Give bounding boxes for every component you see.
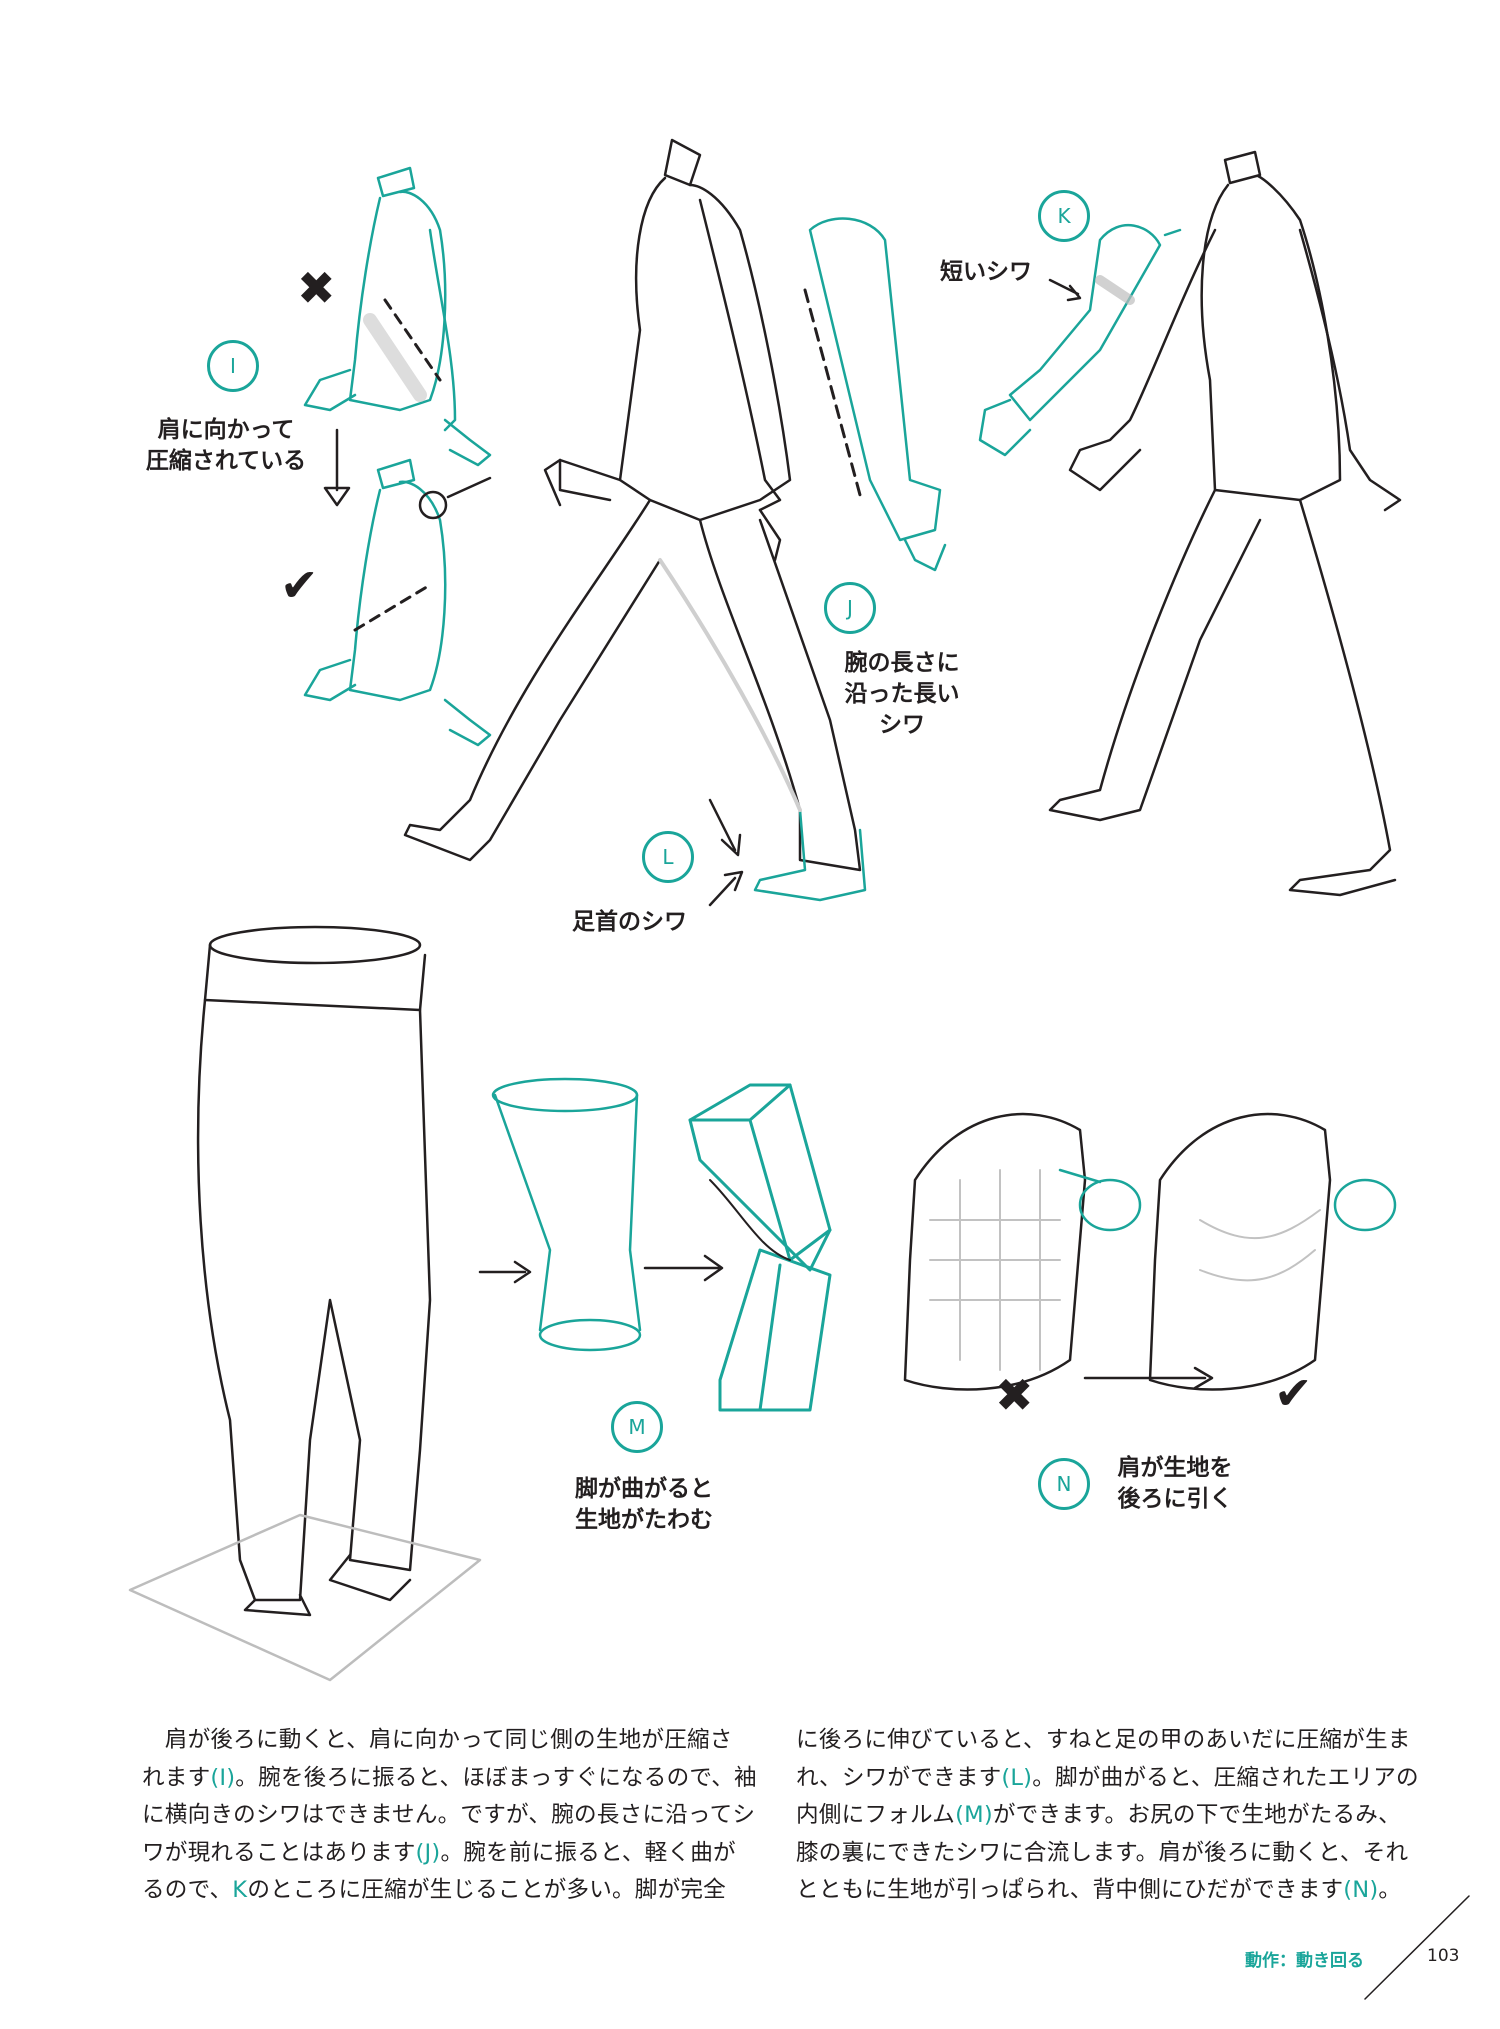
body-line: に後ろに伸びていると、すねと足の甲のあいだに圧縮が生ま	[796, 1722, 1446, 1760]
label-j-caption: 腕の長さに 沿った長い シワ	[845, 648, 960, 741]
walking-figure-center	[403, 138, 862, 872]
body-text-left: 肩が後ろに動くと、肩に向かって同じ側の生地が圧縮さ れます(I)。腕を後ろに振る…	[142, 1722, 792, 1910]
footer-slash	[1364, 1895, 1470, 2000]
label-l-badge: L	[642, 831, 694, 883]
knee-tube	[491, 1077, 642, 1352]
text: 。	[1378, 1877, 1402, 1903]
text: 。腕を後ろに振ると、ほぼまっすぐになるので、袖	[235, 1764, 757, 1791]
text: 肩が後ろに動くと、肩に向かって同じ側の生地が圧縮さ	[142, 1727, 733, 1753]
label-k-caption: 短いシワ	[940, 259, 1032, 285]
label-j-badge: J	[824, 582, 876, 634]
text: 膝の裏にできたシワに合流します。肩が後ろに動くと、それ	[796, 1839, 1409, 1866]
body-line: ワが現れることはあります(J)。腕を前に振ると、軽く曲が	[142, 1835, 792, 1873]
body-line: 膝の裏にできたシワに合流します。肩が後ろに動くと、それ	[796, 1835, 1446, 1873]
text: れ、シワができます	[796, 1764, 1002, 1791]
text: 。脚が曲がると、圧縮されたエリアの	[1032, 1764, 1419, 1791]
arm-study-k	[978, 223, 1182, 457]
pants-back	[196, 925, 432, 1617]
body-line: に横向きのシワはできません。ですが、腕の長さに沿ってシ	[142, 1797, 792, 1835]
label-n-caption: 肩が生地を 後ろに引く	[1118, 1453, 1233, 1515]
label-n-badge: N	[1038, 1458, 1090, 1510]
label-i-caption: 肩に向かって 圧縮されている	[146, 415, 306, 477]
text: のところに圧縮が生じることが多い。脚が完全	[247, 1877, 726, 1903]
right-mark: ✔	[280, 558, 319, 612]
shirt-back-wrong	[903, 1112, 1087, 1391]
body-line: 内側にフォルム(M)ができます。お尻の下で生地がたるみ、	[796, 1797, 1446, 1835]
ref: (M)	[955, 1802, 993, 1828]
text: に後ろに伸びていると、すねと足の甲のあいだに圧縮が生ま	[796, 1727, 1411, 1753]
text: るので、	[142, 1877, 233, 1903]
body-line: るので、Kのところに圧縮が生じることが多い。脚が完全	[142, 1872, 792, 1910]
ref: (I)	[210, 1764, 236, 1791]
label-i-badge: I	[207, 340, 259, 392]
leg-boxes	[688, 1083, 832, 1412]
label-l-caption: 足首のシワ	[572, 909, 687, 935]
arm-study-right	[303, 458, 492, 747]
right-mark: ✔	[1274, 1366, 1313, 1420]
body-text-right: に後ろに伸びていると、すねと足の甲のあいだに圧縮が生ま れ、シワができます(L)…	[796, 1722, 1446, 1910]
text: 。腕を前に振ると、軽く曲が	[440, 1839, 736, 1866]
caption-line: 沿った長い	[844, 681, 960, 707]
caption-line: 腕の長さに	[844, 650, 960, 676]
ref: (N)	[1343, 1877, 1379, 1903]
arm-study-j	[808, 217, 947, 572]
caption-line: シワ	[879, 712, 925, 738]
text: 内側にフォルム	[796, 1802, 956, 1828]
label-m-caption: 脚が曲がると 生地がたわむ	[575, 1474, 713, 1536]
caption-line: 肩が生地を	[1117, 1455, 1233, 1481]
wrong-mark: ✖	[297, 261, 336, 315]
caption-line: 肩に向かって	[157, 417, 295, 443]
caption-line: 脚が曲がると	[575, 1476, 713, 1502]
text: ができます。お尻の下で生地がたるみ、	[992, 1802, 1401, 1828]
body-line: 肩が後ろに動くと、肩に向かって同じ側の生地が圧縮さ	[142, 1722, 792, 1760]
footer-section-title: 動作：動き回る	[1245, 1951, 1364, 1971]
caption-line: 後ろに引く	[1117, 1486, 1233, 1512]
text: とともに生地が引っぱられ、背中側にひだができます	[796, 1877, 1344, 1903]
label-m-badge: M	[611, 1401, 663, 1453]
body-line: れ、シワができます(L)。脚が曲がると、圧縮されたエリアの	[796, 1760, 1446, 1798]
ref: (L)	[1001, 1764, 1033, 1791]
wrong-mark: ✖	[995, 1368, 1034, 1422]
text: に横向きのシワはできません。ですが、腕の長さに沿ってシ	[142, 1802, 756, 1828]
caption-line: 圧縮されている	[145, 448, 307, 474]
ref: K	[232, 1877, 248, 1903]
shirt-back-right	[1148, 1112, 1332, 1391]
text: ワが現れることはあります	[142, 1839, 416, 1866]
body-line: れます(I)。腕を後ろに振ると、ほぼまっすぐになるので、袖	[142, 1760, 792, 1798]
arm-study-wrong	[303, 166, 492, 467]
page-number: 103	[1427, 1946, 1460, 1966]
walking-figure-right	[1048, 150, 1402, 897]
ref: (J)	[415, 1839, 441, 1866]
body-line: とともに生地が引っぱられ、背中側にひだができます(N)。	[796, 1872, 1446, 1910]
label-k-badge: K	[1038, 190, 1090, 242]
text: れます	[142, 1764, 211, 1791]
caption-line: 生地がたわむ	[575, 1507, 713, 1533]
